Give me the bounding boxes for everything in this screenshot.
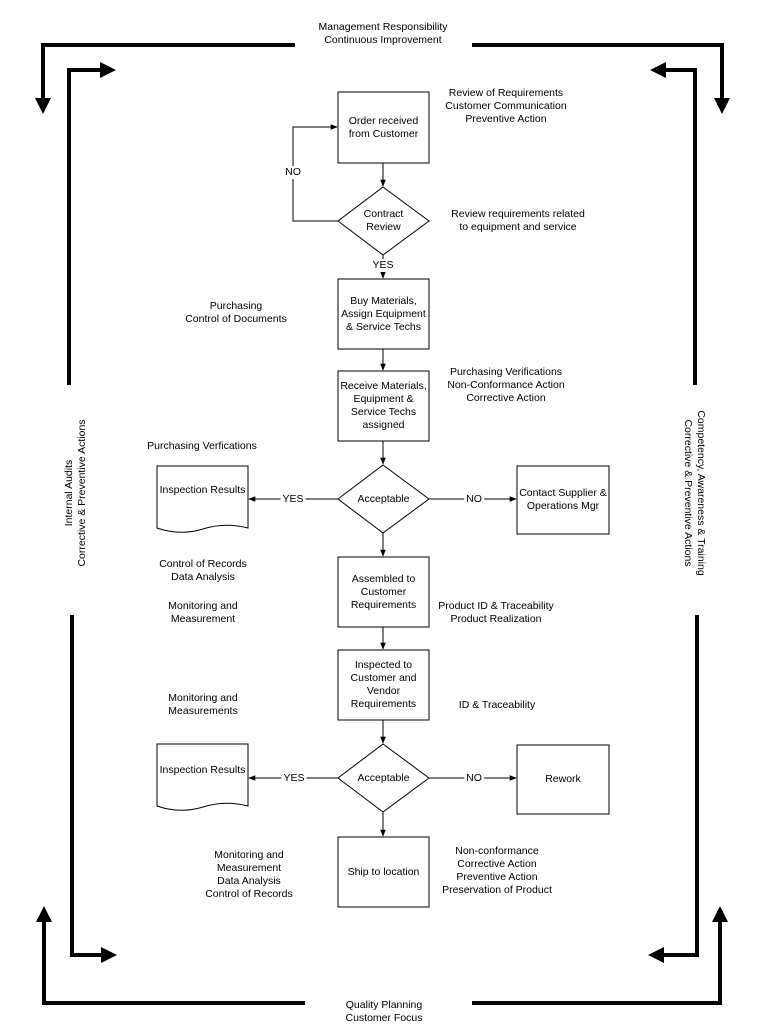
contact-label: Contact Supplier & Operations Mgr [519,487,607,512]
rework-box [516,744,610,815]
order-label: Order received from Customer [348,114,419,140]
acceptable1-label: Acceptable [357,492,410,505]
outer-frame [41,43,724,1005]
frame-bottom-left-outer-arrow [42,920,305,1005]
annotation-monitoring2: Monitoring and Measurements [168,692,238,717]
inspected-label: Inspected to Customer and Vendor Require… [350,659,417,710]
edge-label-yes-contract: YES [371,259,395,272]
frame-top-right-arrow [472,43,724,100]
annotation-monitoring3: Monitoring and Measurement Data Analysis… [205,849,293,900]
annotation-review-req: Review of Requirements Customer Communic… [445,87,567,125]
inspection1-label: Inspection Results [159,483,246,496]
buy-box [337,278,430,350]
annotation-monitoring1: Monitoring and Measurement [168,600,238,625]
frame-left-inner-arrow [67,68,102,385]
annotation-control-records: Control of Records Data Analysis [159,558,247,583]
frame-bottom-right-inner-arrow [662,615,699,957]
frame-top-label: Management Responsibility Continuous Imp… [318,21,448,46]
ship-box [337,836,430,908]
frame-right-label: Competency, Awareness & Training Correct… [682,410,707,576]
annotation-id-trace: ID & Traceability [458,699,536,711]
annotation-purchasing-verfications: Purchasing Verfications [147,440,257,452]
edge-label-yes1: YES [280,493,306,506]
annotation-review-equip: Review requirements related to equipment… [451,208,585,233]
acceptable2-label: Acceptable [357,771,410,784]
edge-label-no-loop: NO [284,166,302,179]
edge-label-yes2: YES [281,772,307,785]
annotation-product-id: Product ID & Traceability Product Realiz… [438,600,554,625]
receive-label: Receive Materials, Equipment & Service T… [340,380,427,431]
annotation-nonconformance: Non-conformance Corrective Action Preven… [442,845,552,896]
inspected-box [337,649,430,721]
frame-right-inner-arrow [664,68,697,385]
assembled-box [337,556,430,628]
frame-arrowheads [35,62,730,963]
inspection2-label: Inspection Results [159,763,246,776]
contract-review-label: Contract Review [363,208,404,233]
frame-bottom-right-outer-arrow [472,920,722,1005]
annotation-purchasing-verif: Purchasing Verifications Non-Conformance… [447,366,565,404]
frame-bottom-left-inner-arrow [70,615,103,957]
frame-bottom-label: Quality Planning Customer Focus [345,999,423,1024]
contact-box [516,465,610,535]
edge-label-no2: NO [464,772,484,785]
inspection2-doc [156,743,249,811]
receive-box [337,370,430,442]
annotation-purchasing-docs: Purchasing Control of Documents [185,300,287,325]
assembled-label: Assembled to Customer Requirements [350,572,417,611]
rework-label: Rework [545,773,581,785]
ship-label: Ship to location [347,865,420,878]
frame-top-left-arrow [41,43,295,100]
edge-label-no1: NO [464,493,484,506]
buy-label: Buy Materials, Assign Equipment & Servic… [341,294,426,333]
inspection1-doc [156,465,249,533]
frame-left-label: Internal Audits Corrective & Preventive … [63,419,88,567]
